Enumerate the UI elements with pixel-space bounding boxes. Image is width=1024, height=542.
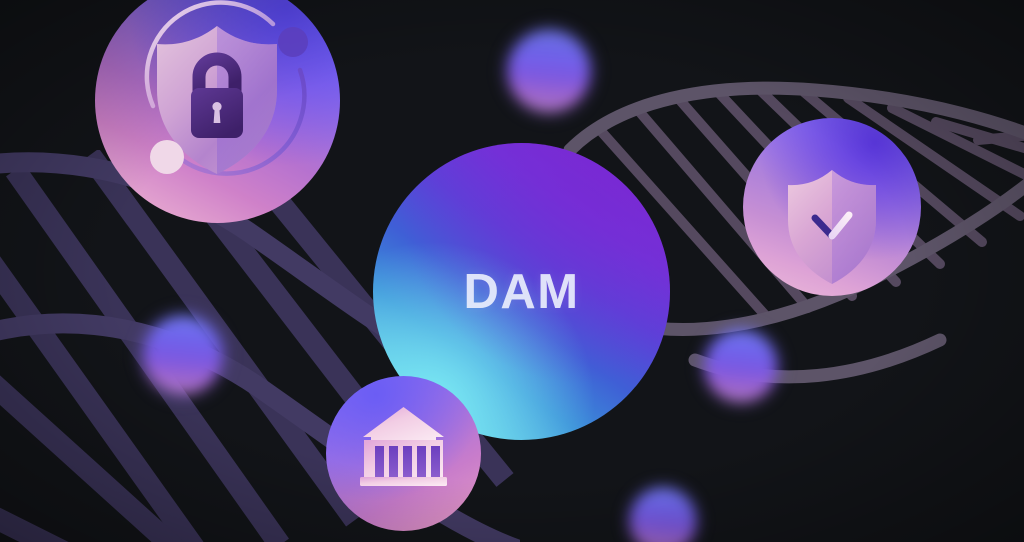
bank-building-icon [360, 407, 447, 486]
bank-plinth [360, 477, 447, 486]
floating-orb-bottom [620, 478, 706, 542]
bank-roof [363, 407, 444, 442]
shield-lock-icon [144, 0, 308, 176]
floating-orb-right [694, 319, 788, 413]
floating-orb-left [133, 305, 233, 405]
floating-orb-top [496, 18, 602, 124]
orbit-node-light [150, 140, 184, 174]
orbit-node-dark [278, 27, 308, 57]
security-lock-bubble [95, 0, 340, 223]
lock-keyhole [212, 102, 222, 123]
institution-bubble [326, 376, 481, 531]
dam-label: DAM [463, 264, 580, 319]
shield-check-icon [788, 170, 876, 284]
lock-shackle [192, 52, 242, 97]
verified-shield-bubble [743, 118, 921, 296]
orbit-arc-light [144, 0, 276, 109]
